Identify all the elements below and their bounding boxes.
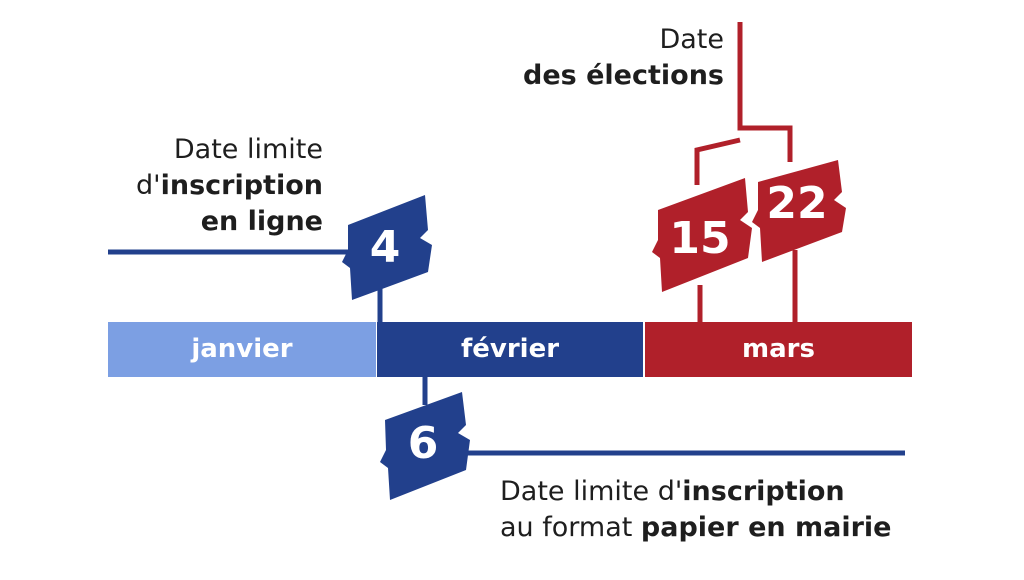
month-fevrier: février <box>460 334 560 364</box>
flag-22 <box>752 160 846 262</box>
month-bar-fevrier <box>377 322 643 377</box>
election-label: Date des élections <box>523 22 724 94</box>
online-label-line3: en ligne <box>200 206 323 237</box>
paper-label-bold2: papier en mairie <box>640 512 892 543</box>
day-4: 4 <box>369 222 401 273</box>
day-15: 15 <box>669 213 731 264</box>
flag-6 <box>380 392 470 500</box>
month-mars: mars <box>742 334 815 364</box>
online-label-line1: Date limite <box>173 134 323 165</box>
month-bar-janvier <box>108 322 376 377</box>
flag-15 <box>652 178 752 292</box>
month-bar-mars <box>645 322 912 377</box>
paper-label-prefix1: Date limite d' <box>500 476 683 507</box>
day-22: 22 <box>766 178 828 229</box>
online-label-bold: inscription <box>160 170 323 201</box>
election-label-line1: Date <box>659 24 724 55</box>
election-bracket <box>737 22 793 162</box>
paper-label: Date limite d'inscription au format papi… <box>500 474 892 546</box>
election-label-line2: des élections <box>523 60 724 91</box>
month-janvier: janvier <box>191 334 293 364</box>
paper-label-prefix2: au format <box>500 512 641 543</box>
online-label: Date limite d'inscription en ligne <box>136 132 323 240</box>
paper-label-bold1: inscription <box>682 476 845 507</box>
online-label-prefix: d' <box>136 170 161 201</box>
day-6: 6 <box>407 418 439 469</box>
flag-4 <box>342 195 432 300</box>
